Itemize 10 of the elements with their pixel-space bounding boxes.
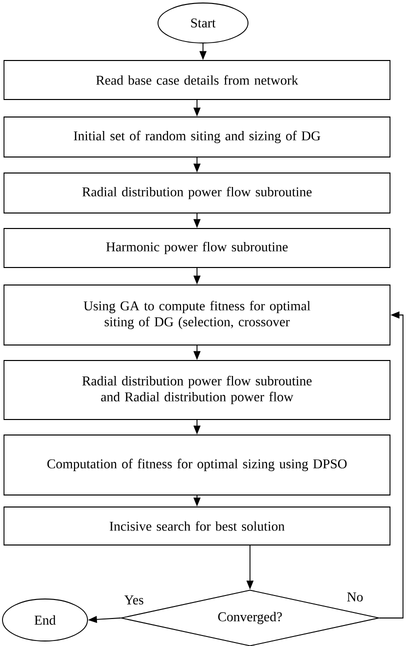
process-box: Initial set of random siting and sizing of DG	[4, 116, 390, 158]
process-box: Radial distribution power flow subroutine	[4, 172, 390, 214]
edge-label: Yes	[123, 594, 145, 606]
process-box: Using GA to compute fitness for optimal siting of DG (selection, crossover	[4, 284, 390, 346]
process-box: Read base case details from network	[4, 60, 390, 100]
process-box: Harmonic power flow subroutine	[4, 228, 390, 268]
edge-label: No	[346, 592, 364, 602]
process-box: Incisive search for best solution	[4, 506, 390, 546]
process-box: Radial distribution power flow subroutine and Radial distribution power flow	[4, 360, 390, 420]
process-box: Computation of fitness for optimal sizing using DPSO	[4, 434, 390, 496]
